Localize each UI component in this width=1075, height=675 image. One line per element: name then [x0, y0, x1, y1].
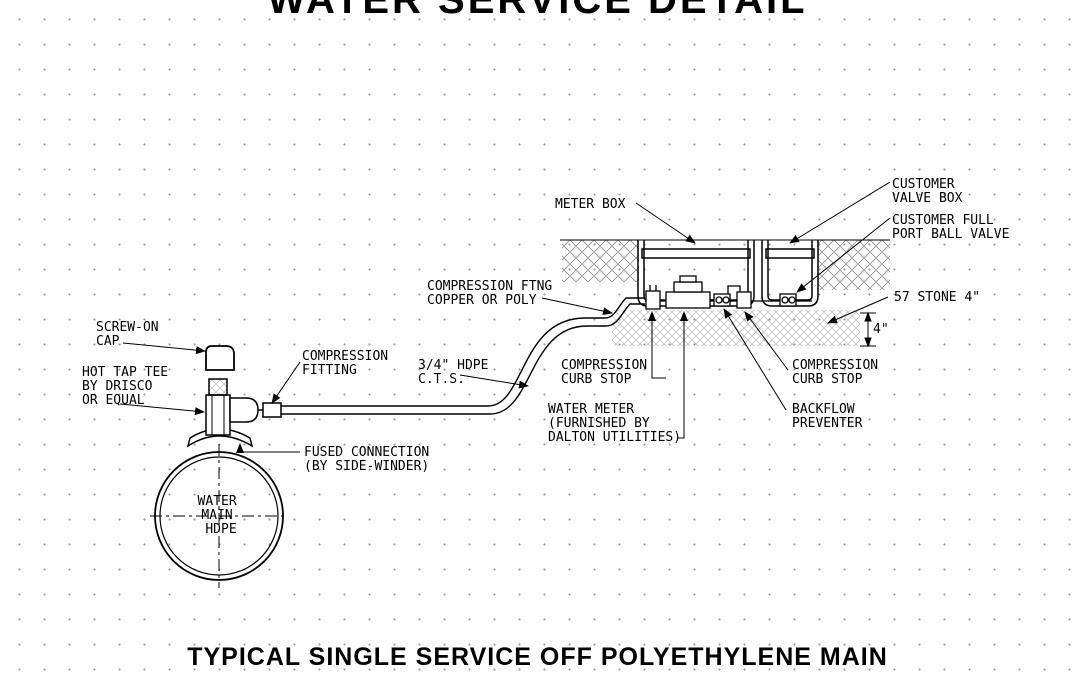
curb-stop-right-label: COMPRESSION CURB STOP — [792, 358, 886, 387]
leader-lines — [119, 181, 891, 453]
compression-fitting-shape — [256, 402, 282, 418]
curb-stop-left-label: COMPRESSION CURB STOP — [561, 358, 655, 387]
drawing-subtitle: TYPICAL SINGLE SERVICE OFF POLYETHYLENE … — [187, 643, 888, 671]
stone-label: 57 STONE 4" — [894, 290, 980, 305]
drawing-title: WATER SERVICE DETAIL — [267, 0, 808, 22]
compression-ftng-label: COMPRESSION FTNG COPPER OR POLY — [427, 279, 560, 308]
hot-tap-tee-shape — [186, 378, 259, 448]
water-main-pipe — [150, 444, 288, 588]
dimension-label: 4" — [873, 322, 889, 337]
hot-tap-tee-label: HOT TAP TEE BY DRISCO OR EQUAL — [82, 365, 176, 408]
screw-on-cap-shape — [205, 345, 235, 371]
compression-fitting-label: COMPRESSION FITTING — [302, 349, 396, 378]
dimension-4in — [860, 311, 876, 348]
fused-connection-label: FUSED CONNECTION (BY SIDE-WINDER) — [304, 445, 437, 474]
backflow-label: BACKFLOW PREVENTER — [792, 402, 863, 431]
water-meter-label: WATER METER (FURNISHED BY DALTON UTILITI… — [548, 402, 681, 445]
hdpe-cts-label: 3/4" HDPE C.T.S. — [418, 358, 496, 387]
water-main-label: WATER MAIN HDPE — [198, 494, 245, 537]
customer-valve-box-label: CUSTOMER VALVE BOX — [892, 177, 963, 206]
screw-on-cap-label: SCREW-ON CAP — [96, 320, 166, 349]
soil-hatch — [560, 239, 890, 290]
service-pipe — [281, 297, 645, 415]
customer-ball-valve-label: CUSTOMER FULL PORT BALL VALVE — [892, 213, 1009, 242]
meter-box-label: METER BOX — [555, 197, 626, 212]
meter-setting — [645, 275, 812, 310]
